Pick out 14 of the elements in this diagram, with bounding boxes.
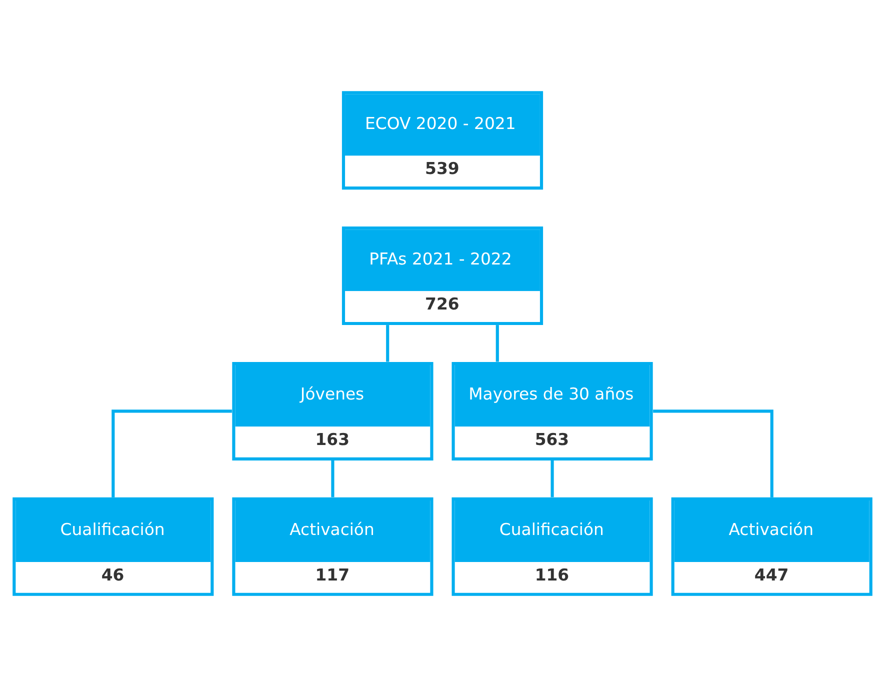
node-box: Cualificación 46 [12,496,214,596]
connector [112,409,232,497]
connector [331,460,334,497]
connector [496,324,499,362]
connector [386,324,390,362]
node-box: Cualificación 116 [452,496,653,596]
connector [653,409,774,497]
node-box: PFAs 2021 - 2022 726 [342,226,544,325]
connector [550,460,554,497]
node-box: Activación 447 [671,496,872,596]
node-box: Mayores de 30 años 563 [452,361,653,460]
node-box: Activación 117 [232,496,434,596]
node-box: ECOV 2020 - 2021 539 [342,90,544,190]
node-box: Jóvenes 163 [232,361,434,460]
